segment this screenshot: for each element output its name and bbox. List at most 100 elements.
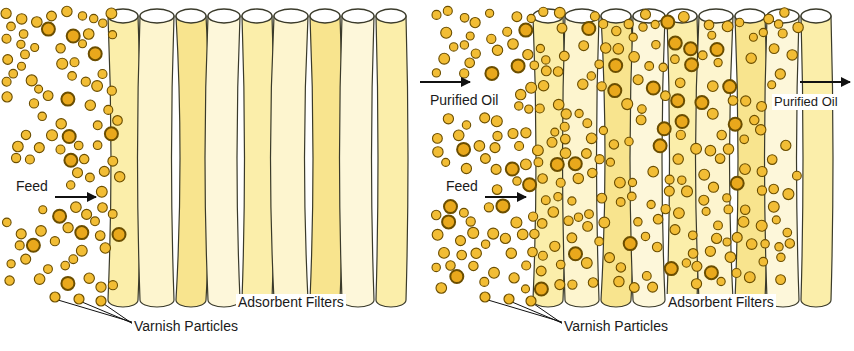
varnish-particle [759,28,767,36]
varnish-particle [674,208,685,219]
varnish-particle [551,158,564,171]
varnish-particle [684,42,697,55]
varnish-particle [481,240,489,248]
varnish-particle [628,192,637,201]
varnish-particle [530,61,539,70]
varnish-particle [508,129,518,139]
varnish-particle [654,139,667,152]
varnish-particle [793,171,802,180]
varnish-particle [113,228,126,241]
varnish-particle [715,154,725,164]
varnish-particle [622,99,633,110]
varnish-particle [465,58,475,68]
varnish-particle [513,177,521,185]
varnish-particle [489,267,500,278]
varnish-particle [47,130,58,141]
varnish-particle [490,143,500,153]
varnish-particle [561,134,571,144]
varnish-particle [460,41,468,49]
varnish-particle [647,200,655,208]
varnish-particle [750,115,759,124]
varnish-particle [7,260,15,268]
adsorbent-fiber [310,16,343,307]
varnish-particle [775,243,783,251]
varnish-particle [512,12,522,22]
adsorbent-fiber [242,16,275,307]
fiber-end [633,9,665,23]
varnish-particle [108,156,118,166]
varnish-particle [480,277,489,286]
varnish-particle [746,239,757,250]
varnish-particle [61,277,74,290]
varnish-particle [107,86,116,95]
varnish-particle [57,58,68,69]
varnish-particle [769,184,779,194]
varnish-particle [474,141,485,152]
varnish-particle [692,261,702,271]
varnish-particle [664,186,674,196]
varnish-particle [83,29,94,40]
varnish-particle [705,246,715,256]
varnish-particle [526,82,537,93]
varnish-particle [503,27,512,36]
varnish-particle [574,213,582,221]
varnish-particle [527,14,535,22]
varnish-particle [61,93,74,106]
varnish-particle [595,237,604,246]
varnish-particle [695,96,708,109]
varnish-particle [433,134,443,144]
varnish-particle [708,31,716,39]
varnish-particle [636,115,646,125]
adsorbent-fiber [271,16,309,307]
varnish-particle [768,201,779,212]
varnish-particle [759,257,768,266]
varnish-particle [69,255,78,264]
varnish-particle [26,75,37,86]
varnish-particle [542,56,550,64]
varnish-particle [767,155,777,165]
varnish-particle [559,51,569,61]
varnish-particles [1,6,803,295]
varnish-particle [44,265,53,274]
varnish-particle [568,197,576,205]
varnish-particle [71,202,82,213]
varnish-particle [699,195,709,205]
varnish-particle [3,218,12,227]
fiber-end [310,9,340,23]
varnish-particle [606,158,614,166]
text-label: Adsorbent Filters [666,294,776,310]
varnish-particle [609,59,622,72]
varnish-particle [432,69,440,77]
varnish-particle [9,69,18,78]
varnish-particle [538,251,547,260]
varnish-particle [512,59,525,72]
varnish-particle [682,186,693,197]
varnish-particle [521,128,531,138]
varnish-particle [629,52,640,63]
adsorbent-fiber [376,16,408,307]
fiber-end [176,9,206,23]
varnish-particle [85,100,95,110]
varnish-particle [38,112,46,120]
varnish-particle [560,148,571,159]
text-label: Varnish Particles [562,318,670,334]
varnish-particle [34,274,45,285]
varnish-particle [599,20,608,29]
varnish-particle [761,240,769,248]
varnish-particle [582,22,595,35]
varnish-particle [96,282,106,292]
varnish-particle [757,186,766,195]
varnish-particle [615,177,626,188]
fiber-end [242,9,272,23]
varnish-particle [714,59,722,67]
varnish-particle [741,205,750,214]
varnish-particle [18,62,26,70]
varnish-particle [485,67,498,80]
varnish-particle [99,19,107,27]
varnish-particle [104,105,113,114]
text-label: Varnish Particles [132,318,240,334]
varnish-particle [536,44,544,52]
varnish-particle [588,278,598,288]
varnish-particle [108,31,116,39]
varnish-particle [569,247,582,260]
